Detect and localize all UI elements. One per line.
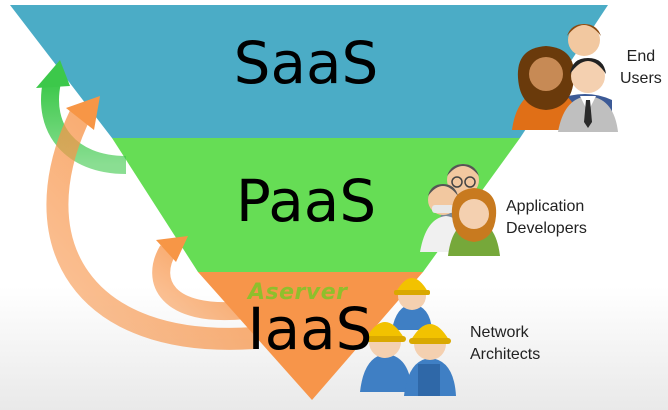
paas-label: PaaS xyxy=(235,167,377,235)
network-architects-label-line1: Network xyxy=(470,324,529,341)
network-architects-icon xyxy=(360,278,456,396)
end-users-label-line1: End xyxy=(626,48,656,65)
saas-layer xyxy=(10,5,608,138)
end-users-label: End Users xyxy=(620,46,662,90)
network-architects-label: Network Architects xyxy=(470,322,540,366)
aserver-watermark: Aserver xyxy=(248,280,348,305)
app-developers-label-line1: Application xyxy=(506,198,585,215)
orange-curved-arrow-large xyxy=(46,96,256,350)
app-developers-label: Application Developers xyxy=(506,196,587,240)
saas-label: SaaS xyxy=(233,29,379,97)
iaas-label: IaaS xyxy=(247,295,373,363)
iaas-layer xyxy=(198,272,423,400)
orange-curved-arrow-small xyxy=(152,236,246,321)
network-architects-label-line2: Architects xyxy=(470,346,541,363)
app-developers-label-line2: Developers xyxy=(506,220,587,237)
paas-layer xyxy=(112,138,520,272)
end-users-icon xyxy=(512,24,618,132)
app-developers-icon xyxy=(420,164,500,256)
end-users-label-line2: Users xyxy=(620,70,662,87)
